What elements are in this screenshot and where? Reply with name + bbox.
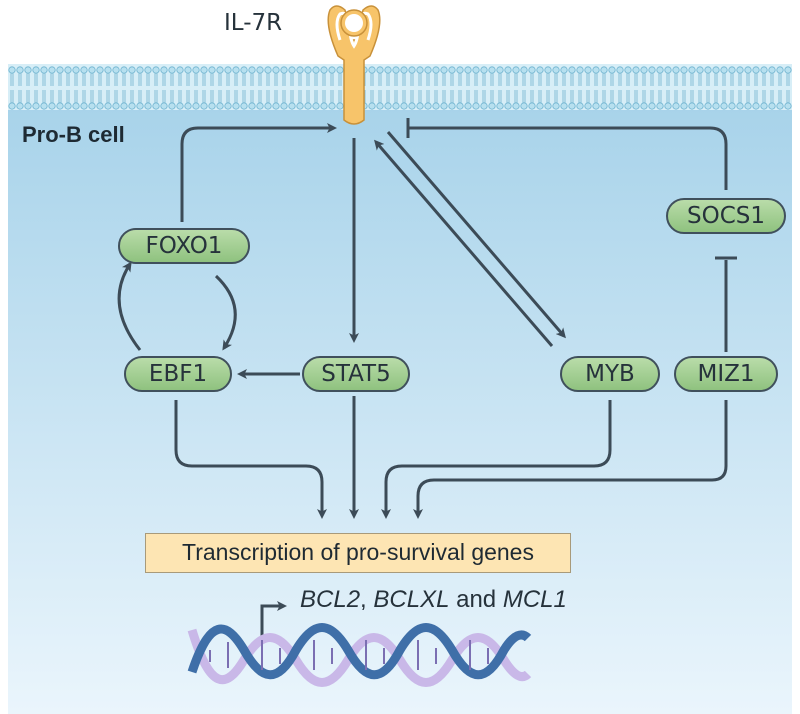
target-genes-label: BCL2, BCLXL and MCL1	[300, 586, 567, 614]
foxo1-to-ebf1-arrow	[214, 274, 237, 351]
node-socs1: SOCS1	[666, 198, 786, 234]
cell-membrane	[8, 66, 792, 110]
node-myb: MYB	[560, 356, 660, 392]
transcription-box: Transcription of pro-survival genes	[145, 533, 571, 573]
node-stat5: STAT5	[302, 356, 410, 392]
cell-interior	[8, 106, 792, 714]
miz1-to-transcription-arrow	[413, 400, 728, 519]
gene-mcl1: MCL1	[502, 586, 567, 613]
receptor-to-myb-arrow	[386, 131, 566, 339]
node-ebf1: EBF1	[124, 356, 232, 392]
ebf1-to-transcription-arrow	[174, 400, 327, 519]
gene-bcl2: BCL2	[300, 586, 361, 613]
socs1-inhibits-receptor-line	[408, 126, 728, 190]
myb-to-receptor-arrow	[374, 139, 554, 347]
pathway-connectors	[117, 118, 737, 640]
cell-label: Pro-B cell	[22, 122, 125, 147]
gene-separator-2: and	[449, 586, 503, 613]
il7r-receptor-icon	[327, 5, 381, 125]
myb-to-transcription-arrow	[381, 400, 612, 519]
foxo1-to-receptor-arrow	[180, 123, 337, 222]
gene-separator-1: ,	[360, 586, 374, 613]
node-foxo1: FOXO1	[118, 228, 250, 264]
node-miz1: MIZ1	[674, 356, 778, 392]
dna-helix-icon	[187, 623, 532, 687]
receptor-label: IL-7R	[224, 10, 283, 36]
promoter-arrow	[260, 601, 287, 640]
ebf1-to-foxo1-arrow	[117, 261, 142, 351]
gene-bclxl: BCLXL	[373, 586, 450, 613]
